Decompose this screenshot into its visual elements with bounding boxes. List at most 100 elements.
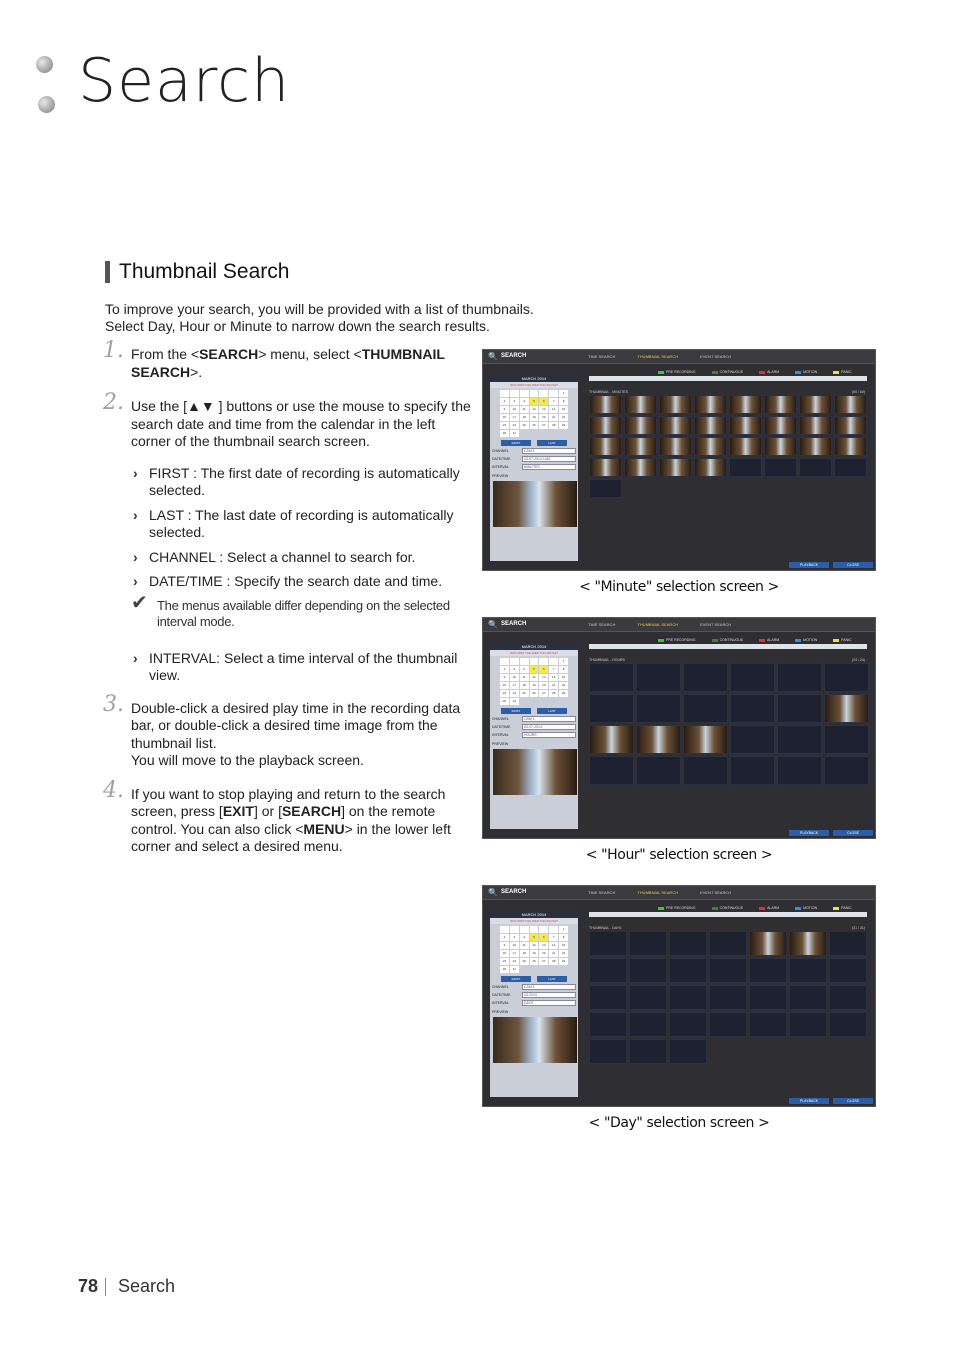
close-button[interactable]: CLOSE	[833, 830, 873, 836]
calendar-day[interactable]: 28	[549, 422, 559, 429]
thumbnail-tile[interactable]	[669, 931, 707, 956]
thumbnail-tile[interactable]	[589, 437, 622, 456]
thumbnail-tile[interactable]	[799, 416, 832, 435]
calendar-day[interactable]: 30	[500, 430, 509, 437]
calendar-day[interactable]: 23	[500, 422, 509, 429]
playback-button[interactable]: PLAYBACK	[789, 1098, 829, 1104]
calendar-day[interactable]	[519, 390, 529, 397]
calendar-day[interactable]: 24	[509, 422, 519, 429]
thumbnail-tile[interactable]	[709, 985, 747, 1010]
first-button[interactable]: FIRST	[501, 440, 531, 446]
thumbnail-tile[interactable]	[589, 931, 627, 956]
thumbnail-tile[interactable]	[589, 725, 634, 754]
tab-thumbnail-search[interactable]: THUMBNAIL SEARCH	[637, 890, 679, 895]
calendar-day[interactable]: 23	[500, 690, 509, 697]
calendar-day[interactable]: 2	[500, 666, 509, 673]
channel-select[interactable]: CAM 1	[522, 984, 576, 990]
calendar-day[interactable]: 16	[500, 682, 509, 689]
thumbnail-tile[interactable]	[799, 458, 832, 477]
calendar-day[interactable]: 10	[509, 406, 519, 413]
calendar-day[interactable]: 6	[539, 398, 549, 405]
close-button[interactable]: CLOSE	[833, 562, 873, 568]
calendar-day[interactable]: 30	[500, 966, 509, 973]
thumbnail-tile[interactable]	[789, 985, 827, 1010]
calendar-day[interactable]: 3	[509, 398, 519, 405]
calendar-day[interactable]: 29	[559, 690, 568, 697]
calendar-day[interactable]: 16	[500, 950, 509, 957]
thumbnail-tile[interactable]	[669, 985, 707, 1010]
thumbnail-tile[interactable]	[636, 663, 681, 692]
calendar-day[interactable]: 29	[559, 422, 568, 429]
calendar-day[interactable]: 2	[500, 398, 509, 405]
last-button[interactable]: LAST	[537, 976, 567, 982]
calendar-day[interactable]: 18	[519, 950, 529, 957]
calendar-day[interactable]	[519, 658, 529, 665]
thumbnail-tile[interactable]	[589, 756, 634, 785]
thumbnail-tile[interactable]	[589, 395, 622, 414]
tab-thumbnail-search[interactable]: THUMBNAIL SEARCH	[637, 622, 679, 627]
first-button[interactable]: FIRST	[501, 708, 531, 714]
first-button[interactable]: FIRST	[501, 976, 531, 982]
calendar-day[interactable]: 28	[549, 958, 559, 965]
calendar-day[interactable]: 21	[549, 414, 559, 421]
calendar-day[interactable]: 18	[519, 682, 529, 689]
thumbnail-tile[interactable]	[834, 395, 867, 414]
thumbnail-tile[interactable]	[683, 725, 728, 754]
calendar-day[interactable]: 25	[519, 690, 529, 697]
thumbnail-tile[interactable]	[824, 756, 869, 785]
interval-select[interactable]: HOURS	[522, 732, 576, 738]
calendar-day[interactable]: 29	[559, 958, 568, 965]
playback-button[interactable]: PLAYBACK	[789, 830, 829, 836]
thumbnail-tile[interactable]	[589, 1039, 627, 1064]
thumbnail-tile[interactable]	[629, 958, 667, 983]
calendar-day[interactable]: 24	[509, 958, 519, 965]
calendar-day[interactable]	[529, 658, 539, 665]
calendar-day[interactable]: 15	[559, 942, 568, 949]
calendar-day[interactable]: 11	[519, 942, 529, 949]
calendar-day[interactable]: 17	[509, 682, 519, 689]
calendar-day[interactable]: 23	[500, 958, 509, 965]
calendar-day[interactable]: 26	[529, 958, 539, 965]
calendar-day[interactable]: 30	[500, 698, 509, 705]
calendar-day[interactable]: 7	[549, 666, 559, 673]
thumbnail-tile[interactable]	[829, 958, 867, 983]
thumbnail-tile[interactable]	[659, 416, 692, 435]
calendar-day[interactable]	[519, 926, 529, 933]
thumbnail-tile[interactable]	[834, 437, 867, 456]
calendar-day[interactable]: 16	[500, 414, 509, 421]
calendar-day[interactable]: 27	[539, 422, 549, 429]
calendar-day[interactable]: 22	[559, 682, 568, 689]
calendar-day[interactable]: 12	[529, 942, 539, 949]
recording-timebar[interactable]	[589, 644, 867, 649]
calendar-day[interactable]	[509, 390, 519, 397]
channel-select[interactable]: CAM 1	[522, 448, 576, 454]
calendar-day[interactable]: 2	[500, 934, 509, 941]
thumbnail-tile[interactable]	[829, 931, 867, 956]
tab-thumbnail-search[interactable]: THUMBNAIL SEARCH	[637, 354, 679, 359]
calendar-day[interactable]: 9	[500, 942, 509, 949]
thumbnail-tile[interactable]	[729, 395, 762, 414]
calendar-day[interactable]: 14	[549, 674, 559, 681]
playback-button[interactable]: PLAYBACK	[789, 562, 829, 568]
calendar-day[interactable]: 3	[509, 666, 519, 673]
calendar-day[interactable]: 20	[539, 682, 549, 689]
calendar-day[interactable]	[539, 926, 549, 933]
thumbnail-tile[interactable]	[824, 694, 869, 723]
calendar-day[interactable]: 31	[509, 430, 519, 437]
calendar-day[interactable]: 20	[539, 950, 549, 957]
interval-select[interactable]: MINUTES	[522, 464, 576, 470]
calendar-day[interactable]: 17	[509, 414, 519, 421]
calendar-day[interactable]: 19	[529, 682, 539, 689]
calendar-day[interactable]: 11	[519, 406, 529, 413]
calendar-day[interactable]: 26	[529, 422, 539, 429]
calendar-day[interactable]: 11	[519, 674, 529, 681]
calendar-day[interactable]: 28	[549, 690, 559, 697]
calendar-day[interactable]: 12	[529, 406, 539, 413]
thumbnail-tile[interactable]	[629, 931, 667, 956]
datetime-input[interactable]: 03-2014	[522, 992, 576, 998]
calendar-day[interactable]: 10	[509, 942, 519, 949]
thumbnail-tile[interactable]	[749, 1012, 787, 1037]
calendar-day[interactable]	[529, 926, 539, 933]
calendar-day[interactable]: 20	[539, 414, 549, 421]
thumbnail-tile[interactable]	[777, 694, 822, 723]
